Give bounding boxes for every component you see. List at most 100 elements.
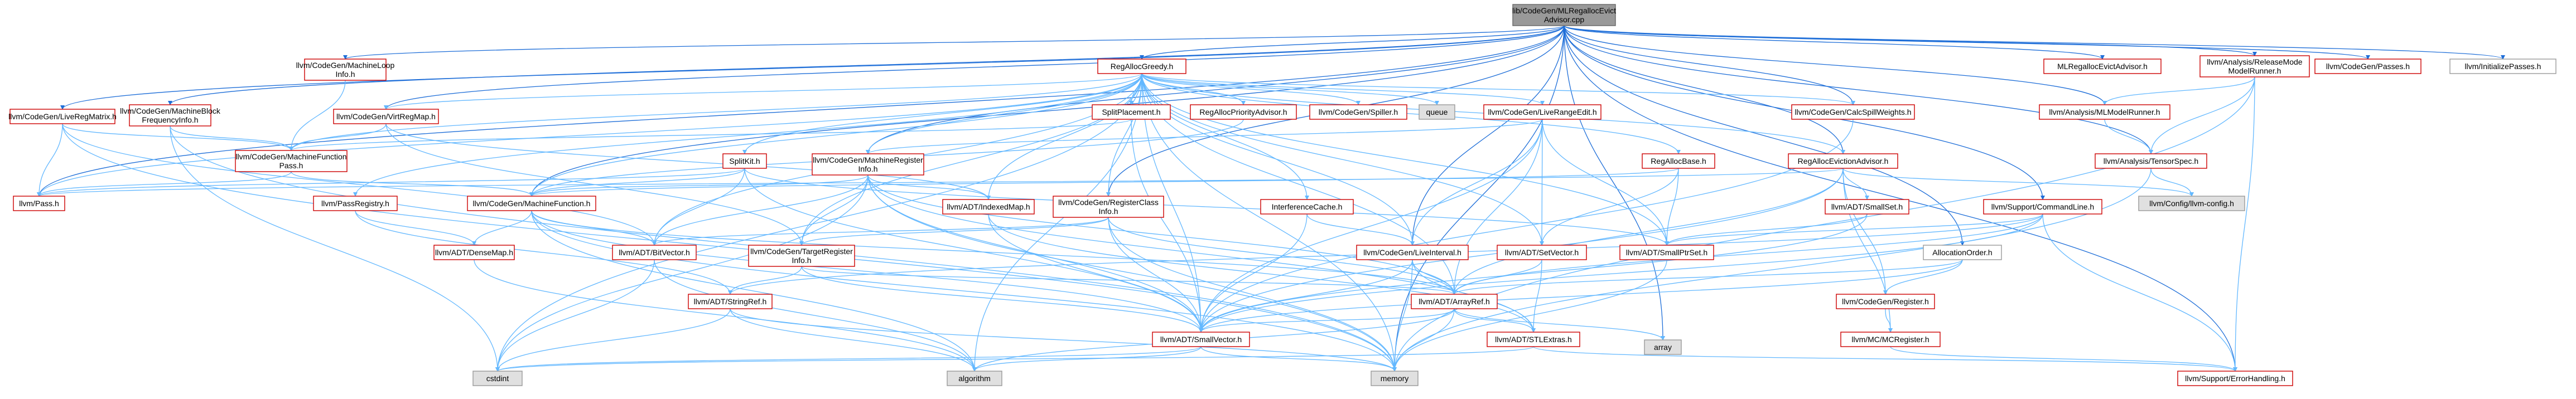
node-splitkit[interactable]: SplitKit.h [722,153,767,169]
node-cmdline[interactable]: llvm/Support/CommandLine.h [1983,199,2102,215]
node-label: llvm/ADT/SmallVector.h [1160,335,1242,344]
node-mf[interactable]: llvm/CodeGen/MachineFunction.h [467,196,596,211]
edge-greedy-to-regallocbase [1141,73,1681,154]
node-setvector[interactable]: llvm/ADT/SetVector.h [1497,245,1587,260]
edge-root-to-allocorder [1564,25,1965,246]
node-evictadv[interactable]: RegAllocEvictionAdvisor.h [1788,153,1898,169]
node-label: llvm/CodeGen/LiveRangeEdit.h [1488,108,1596,116]
node-mlmodel[interactable]: llvm/Analysis/MLModelRunner.h [2039,104,2170,120]
node-prioadv[interactable]: RegAllocPriorityAdvisor.h [1190,104,1297,120]
node-smallset[interactable]: llvm/ADT/SmallSet.h [1825,199,1909,215]
edge-passreg-to-densemap [355,210,476,246]
edge-greedy-to-mfpass [289,73,1142,151]
node-smallvec[interactable]: llvm/ADT/SmallVector.h [1152,332,1250,347]
edge-mf-to-arrayref [531,210,1456,295]
edge-livereg-to-memory [62,123,1397,372]
node-label: llvm/ADT/SmallSet.h [1831,202,1903,211]
edge-greedy-to-memory [1141,73,1397,372]
node-label: llvm/CodeGen/TargetRegister [750,247,853,256]
edge-arrayref-to-array [1454,308,1665,340]
node-errhandling[interactable]: llvm/Support/ErrorHandling.h [2177,371,2293,386]
node-label: llvm/ADT/IndexedMap.h [947,202,1030,211]
node-label: llvm/ADT/StringRef.h [694,297,767,306]
edge-stringref-to-cstdint [495,308,731,372]
node-initpasses[interactable]: llvm/InitializePasses.h [2449,59,2556,74]
edge-releasemode-to-tensorspec [2149,76,2255,154]
node-label: RegAllocPriorityAdvisor.h [1199,108,1287,116]
node-mlevict[interactable]: MLRegallocEvictAdvisor.h [2043,59,2162,74]
edge-register-to-mcreg [1885,308,1893,333]
node-label: llvm/ADT/SetVector.h [1505,248,1579,257]
node-box [1825,199,1909,215]
edge-mfpass-to-mf [291,171,534,197]
node-passreg[interactable]: llvm/PassRegistry.h [313,196,398,211]
node-intfcache[interactable]: InterferenceCache.h [1260,199,1354,215]
node-stlextras[interactable]: llvm/ADT/STLExtras.h [1487,332,1580,347]
edge-densemap-to-algorithm [474,259,977,372]
node-spiller[interactable]: llvm/CodeGen/Spiller.h [1309,104,1407,120]
edge-root-to-evictadv [1564,25,1845,154]
edge-greedy-to-smallvec [1141,73,1203,333]
edge-setvector-to-stlextras [1531,259,1542,333]
edge-mri-to-memory [867,174,1397,372]
edge-vrm-to-mfpass [289,123,387,151]
node-indexedmap[interactable]: llvm/ADT/IndexedMap.h [942,199,1035,215]
node-liveinterval[interactable]: llvm/CodeGen/LiveInterval.h [1356,245,1469,260]
edge-evictadv-to-register [1842,168,1888,295]
node-label: llvm/CodeGen/Register.h [1842,297,1929,306]
edge-splitplace-to-mfpass [289,119,1132,151]
node-stringref[interactable]: llvm/ADT/StringRef.h [688,294,773,309]
edge-evictadv-to-llvmconfig [1842,168,2194,197]
node-greedy[interactable]: RegAllocGreedy.h [1097,59,1186,74]
node-pass[interactable]: llvm/Pass.h [13,196,65,211]
node-box [129,104,211,126]
node-vrm[interactable]: llvm/CodeGen/VirtRegMap.h [333,109,439,124]
node-box [1619,245,1714,260]
node-allocorder[interactable]: AllocationOrder.h [1923,245,2002,260]
node-label: RegAllocGreedy.h [1111,62,1174,71]
edge-regclass-to-smallvec [1108,217,1203,333]
edge-root-to-vrm [384,25,1565,110]
edge-splitkit-to-smallvec [744,168,1203,333]
node-mcreg[interactable]: llvm/MC/MCRegister.h [1840,332,1941,347]
edge-indexedmap-to-stlextras [988,213,1536,333]
edge-mbfi-to-mfpass [170,125,293,151]
edge-tri-to-stringref [728,266,802,295]
node-box [1483,104,1601,120]
edge-greedy-to-cstdint [495,73,1142,372]
node-label: llvm/Analysis/TensorSpec.h [2104,157,2198,166]
node-livereg[interactable]: llvm/CodeGen/LiveRegMatrix.h [8,109,117,124]
edge-smallset-to-smallvec [1199,213,1868,333]
node-box [1788,153,1898,169]
node-tensorspec[interactable]: llvm/Analysis/TensorSpec.h [2095,153,2207,169]
node-box [748,245,855,267]
edge-regallocbase-to-smallptrset [1665,168,1679,246]
node-box [2314,59,2421,74]
node-register[interactable]: llvm/CodeGen/Register.h [1836,294,1935,309]
node-label: llvm/Analysis/ReleaseMode [2207,57,2302,66]
edge-mloop-to-mfpass [289,80,346,151]
node-lre[interactable]: llvm/CodeGen/LiveRangeEdit.h [1483,104,1601,120]
node-bitvec[interactable]: llvm/ADT/BitVector.h [612,245,697,260]
node-smallptrset[interactable]: llvm/ADT/SmallPtrSet.h [1619,245,1714,260]
edge-releasemode-to-memory [1392,76,2255,372]
node-regallocbase[interactable]: RegAllocBase.h [1642,153,1715,169]
edge-mri-to-cstdint [495,174,869,372]
node-cgpasses[interactable]: llvm/CodeGen/Passes.h [2314,59,2421,74]
node-densemap[interactable]: llvm/ADT/DenseMap.h [433,245,515,260]
node-label: llvm/CodeGen/MachineLoop [296,61,395,70]
node-splitplace[interactable]: SplitPlacement.h [1092,104,1171,120]
node-label: lib/CodeGen/MLRegallocEvict [1512,6,1616,15]
node-box [304,59,387,81]
edge-greedy-to-indexedmap [986,73,1142,200]
node-calcspill[interactable]: llvm/CodeGen/CalcSpillWeights.h [1791,104,1915,120]
edge-arrayref-to-smallvec [1199,308,1455,333]
node-arrayref[interactable]: llvm/ADT/ArrayRef.h [1411,294,1498,309]
